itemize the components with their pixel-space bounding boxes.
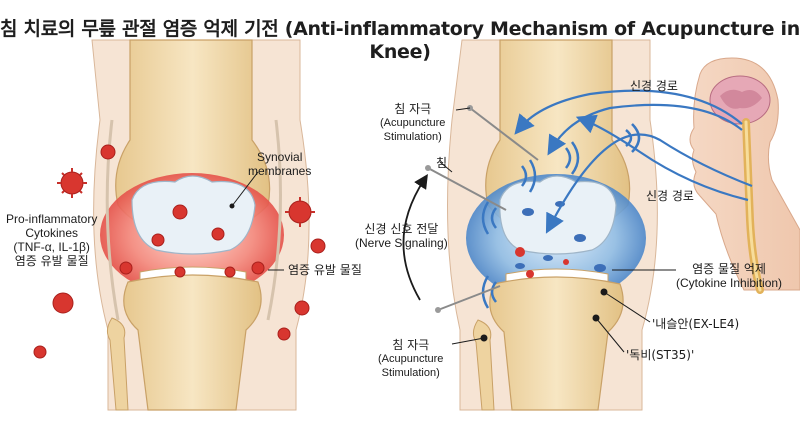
cytokine-label-ko: 염증 유발 물질: [14, 254, 89, 268]
stim-top-label: 침 자극 (Acupuncture Stimulation): [380, 102, 445, 144]
stim-bottom-en1: (Acupuncture: [378, 353, 444, 365]
human-head-spine: [689, 57, 800, 294]
stim-bottom-ko: 침 자극: [392, 338, 430, 352]
signal-waves: [481, 123, 641, 309]
synovial-label-line2: membranes: [248, 164, 312, 178]
cytokine-inhibition-label: 염증 물질 억제 (Cytokine Inhibition): [676, 262, 782, 290]
cytokine-label-line2: Cytokines: [25, 226, 79, 240]
stim-bottom-label: 침 자극 (Acupuncture Stimulation): [378, 338, 443, 380]
nerve-signaling-ko: 신경 신호 전달: [364, 222, 439, 236]
cytokine-label-line3: (TNF-α, IL-1β): [13, 240, 90, 254]
left-leader-lines: [229, 171, 284, 271]
stim-top-en1: (Acupuncture: [380, 117, 446, 129]
nerve-signaling-en: (Nerve Signaling): [355, 236, 448, 250]
inflammatory-substance-label: 염증 유발 물질: [288, 263, 362, 277]
nerve-pathway-top-label: 신경 경로: [630, 79, 678, 93]
right-leader-lines: [439, 107, 676, 353]
page-title: 침 치료의 무릎 관절 염증 억제 기전 (Anti-inflammatory …: [0, 18, 800, 63]
synovial-label-line1: Synovial: [257, 150, 303, 164]
cytokine-label: Pro-inflammatory Cytokines (TNF-α, IL-1β…: [6, 212, 97, 268]
stim-top-en2: Stimulation): [383, 131, 442, 143]
cytokine-inhibition-ko: 염증 물질 억제: [692, 262, 766, 276]
left-knee: [91, 39, 310, 411]
cytokine-particles: [33, 144, 326, 359]
synovial-label: Synovial membranes: [248, 150, 311, 178]
needle-label: 침: [436, 156, 448, 170]
nerve-pathway-bottom-label: 신경 경로: [646, 189, 694, 203]
cytokine-inhibition-en: (Cytokine Inhibition): [676, 276, 783, 290]
nerve-signal-arrow: [402, 173, 428, 301]
point-st35-label: '독비(ST35)': [626, 348, 695, 362]
nerve-signaling-label: 신경 신호 전달 (Nerve Signaling): [355, 222, 448, 250]
point-ex-le4-label: '내슬안(EX-LE4): [652, 317, 740, 331]
acupuncture-needles: [425, 105, 539, 313]
stim-top-ko: 침 자극: [394, 102, 432, 116]
stim-bottom-en2: Stimulation): [381, 367, 440, 379]
cytokine-label-line1: Pro-inflammatory: [6, 212, 98, 226]
nerve-pathway-arrows: [514, 89, 753, 234]
